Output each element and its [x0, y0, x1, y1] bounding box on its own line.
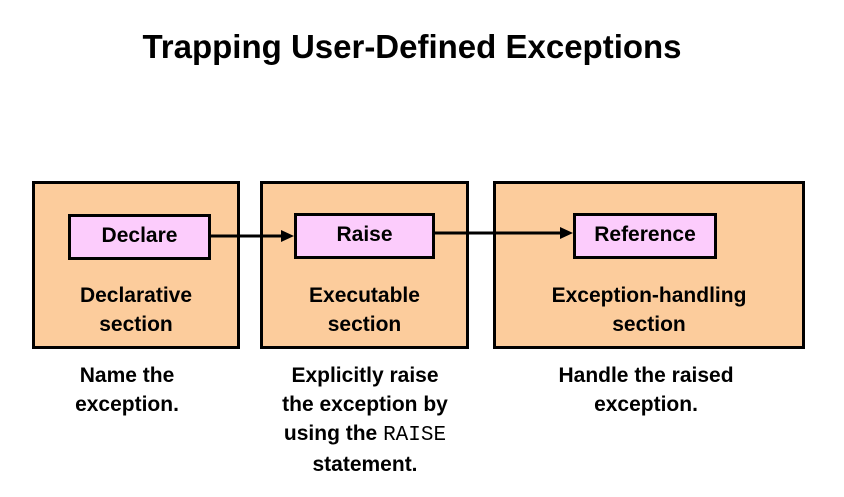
exception-handling-desc-line2: exception. [594, 393, 698, 416]
executable-label-line2: section [327, 313, 402, 336]
executable-desc-line4: statement. [312, 453, 418, 476]
declarative-section-label: Declarative section [35, 281, 237, 339]
executable-description: Explicitly raise the exception by using … [255, 361, 475, 479]
declarative-section-box: Declarative section [32, 181, 240, 349]
executable-desc-line3-prefix: using the [283, 422, 384, 445]
arrowhead-raise [281, 230, 294, 242]
exception-handling-desc-line1: Handle the raised [558, 364, 734, 387]
declarative-desc-line2: exception. [75, 393, 179, 416]
exception-handling-section-label: Exception-handling section [496, 281, 802, 339]
exception-handling-section-box: Exception-handling section [493, 181, 805, 349]
executable-desc-line3: using the RAISE [255, 419, 475, 450]
reference-tag: Reference [573, 213, 717, 259]
declarative-desc-line1: Name the [79, 364, 175, 387]
declarative-label-line2: section [99, 313, 173, 336]
declarative-label-line1: Declarative [79, 284, 193, 307]
exception-handling-label-line2: section [612, 313, 686, 336]
raise-tag: Raise [294, 213, 435, 259]
exception-handling-label-line1: Exception-handling [551, 284, 747, 307]
executable-section-box: Executable section [260, 181, 469, 349]
executable-section-label: Executable section [263, 281, 466, 339]
raise-keyword: RAISE [383, 424, 447, 447]
executable-desc-line1: Explicitly raise [291, 364, 439, 387]
page-title: Trapping User-Defined Exceptions [142, 28, 682, 65]
executable-desc-line2: the exception by [282, 393, 448, 416]
arrowhead-reference [560, 227, 573, 239]
declare-tag: Declare [68, 214, 211, 260]
executable-label-line1: Executable [309, 284, 420, 307]
exception-handling-description: Handle the raised exception. [528, 361, 764, 419]
declarative-description: Name the exception. [32, 361, 222, 419]
